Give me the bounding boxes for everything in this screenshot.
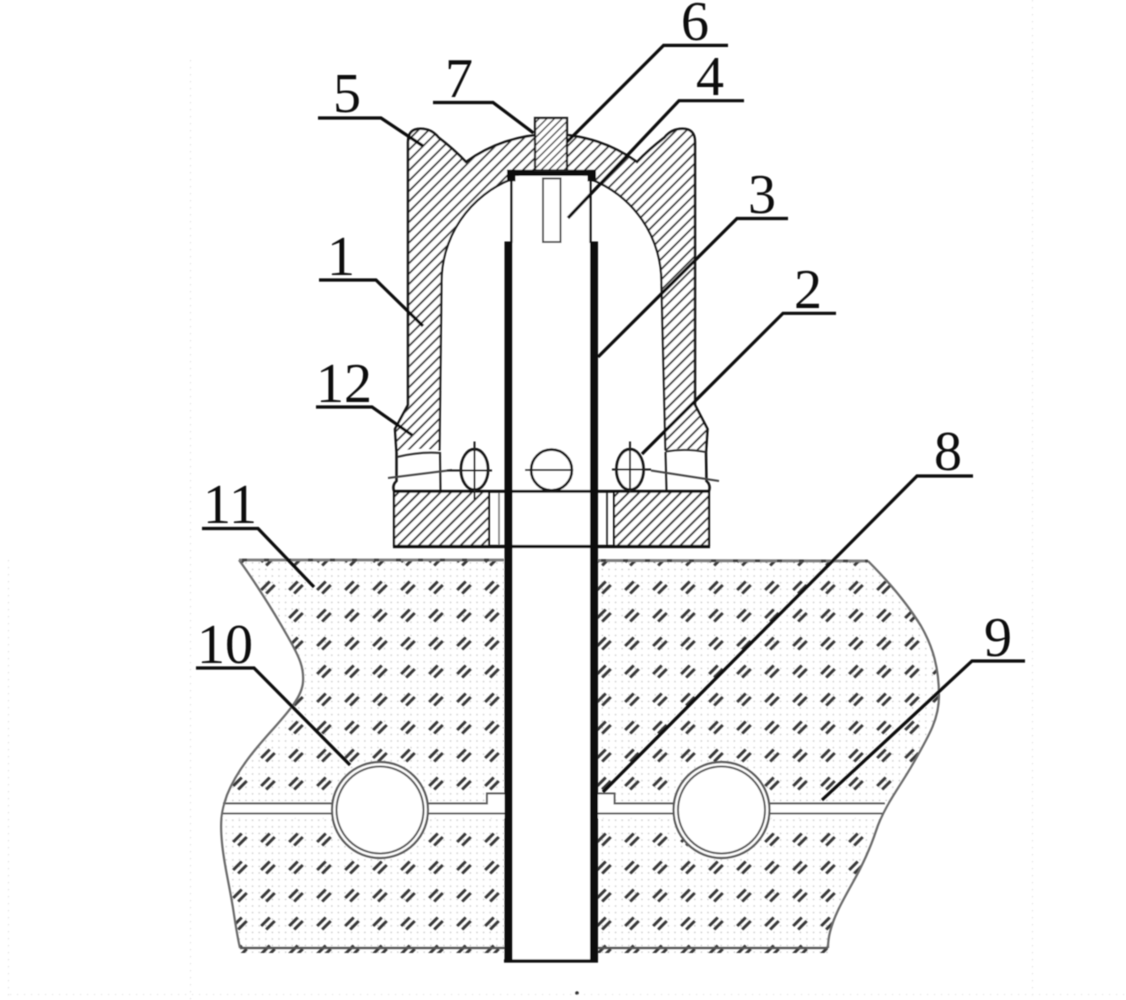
svg-text:1: 1 [327, 226, 355, 288]
svg-text:2: 2 [794, 259, 822, 321]
svg-text:6: 6 [681, 0, 709, 53]
svg-text:3: 3 [748, 164, 776, 226]
svg-text:4: 4 [696, 46, 724, 108]
svg-text:11: 11 [203, 474, 257, 536]
svg-text:10: 10 [197, 614, 253, 676]
svg-text:12: 12 [316, 353, 372, 415]
svg-text:5: 5 [333, 63, 361, 125]
svg-text:9: 9 [984, 607, 1012, 669]
svg-text:8: 8 [934, 421, 962, 483]
svg-text:7: 7 [445, 48, 473, 110]
